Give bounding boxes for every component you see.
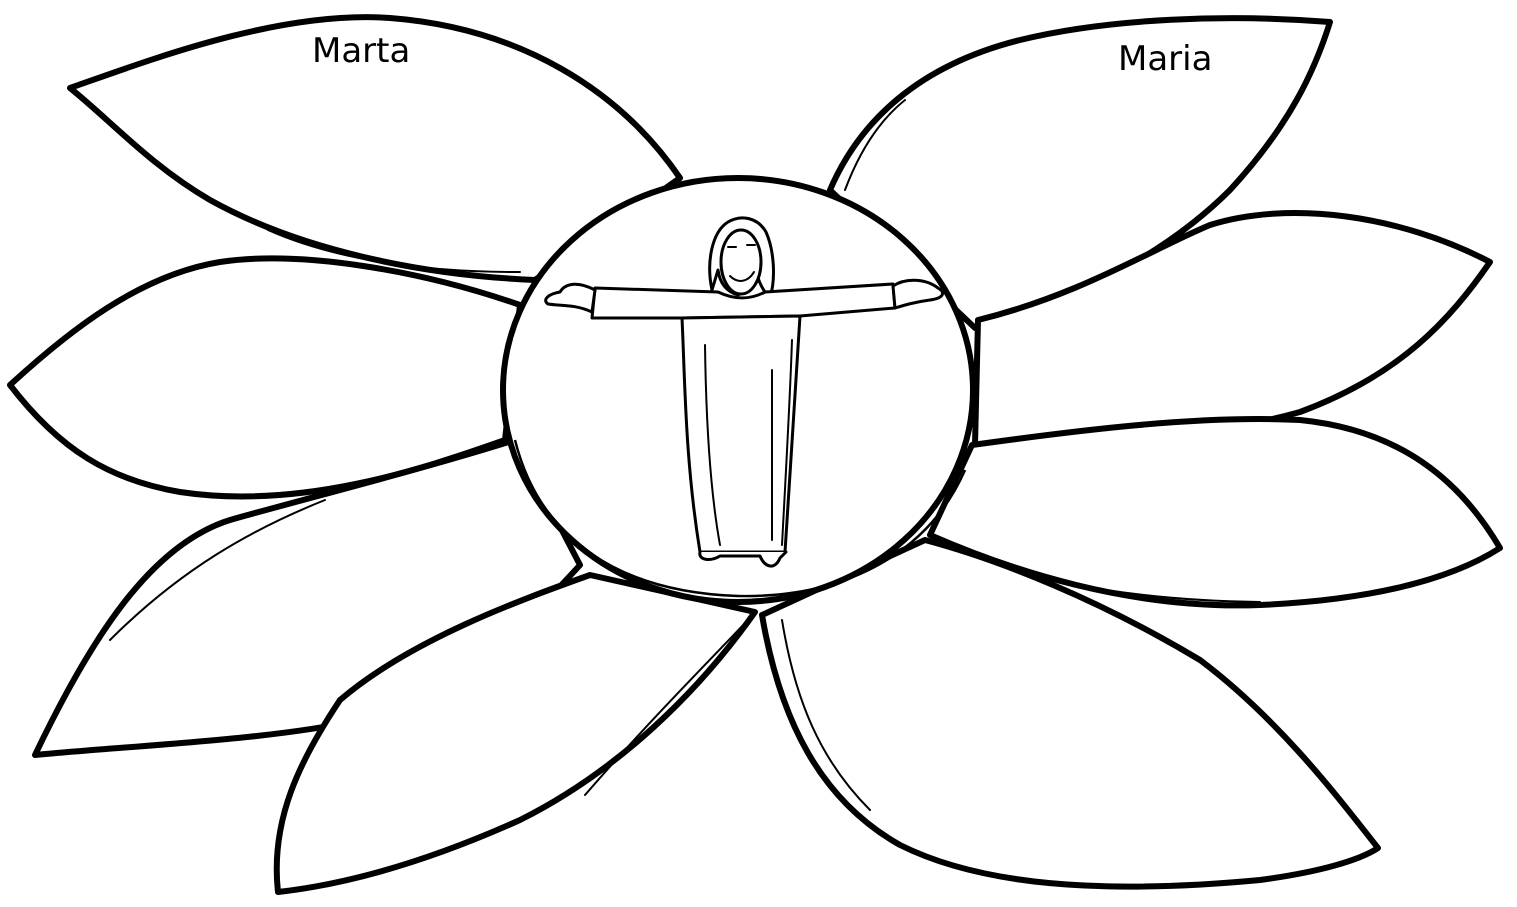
label-marta: Marta	[312, 31, 410, 71]
figure-robe	[682, 316, 800, 552]
figure-face	[721, 230, 761, 294]
label-maria: Maria	[1118, 39, 1212, 79]
